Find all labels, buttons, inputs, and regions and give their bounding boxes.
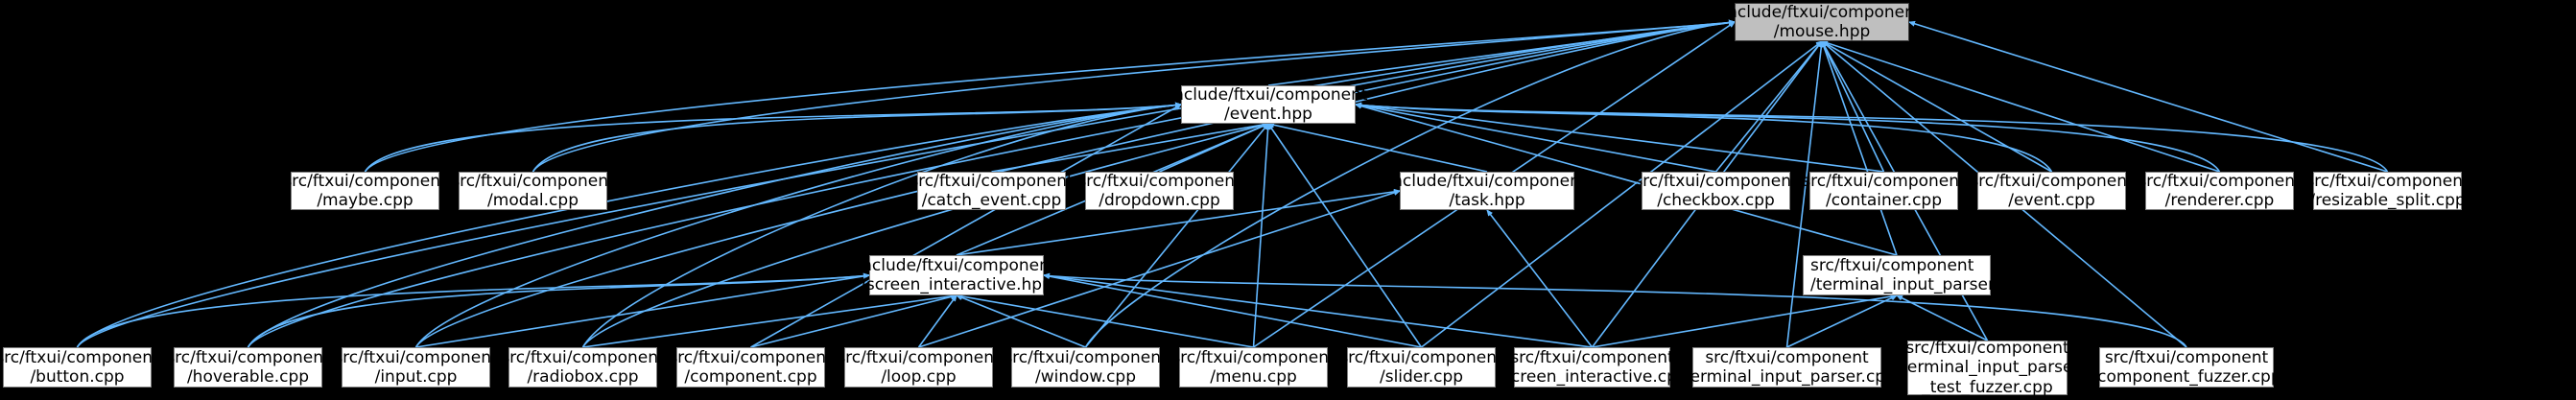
graph-edge-terminal-input-parser-cpp-to-mouse-hpp [1785, 40, 1825, 348]
graph-edge-window-cpp-to-mouse-hpp [1084, 19, 1736, 348]
graph-edge-loop-cpp-to-task-hpp [918, 190, 1401, 348]
graph-edge-terminal-input-parser-test-fuzzer-cpp-to-terminal-input-parser-hpp [1896, 294, 1988, 341]
graph-node-container-cpp[interactable]: src/ftxui/component /container.cpp [1802, 171, 1966, 210]
graph-node-terminal-input-parser-test-fuzzer-cpp[interactable]: src/ftxui/component /terminal_input_pars… [1895, 339, 2080, 397]
graph-edge-screen-interactive-cpp-to-screen-interactive-hpp [1043, 272, 1593, 348]
graph-node-component-fuzzer-cpp[interactable]: src/ftxui/component /component_fuzzer.cp… [2092, 347, 2281, 388]
graph-node-hoverable-cpp[interactable]: src/ftxui/component /hoverable.cpp [166, 347, 330, 388]
graph-node-screen-interactive-cpp[interactable]: src/ftxui/component /screen_interactive.… [1497, 347, 1688, 388]
graph-node-menu-cpp[interactable]: src/ftxui/component /menu.cpp [1171, 347, 1335, 388]
graph-node-event-hpp[interactable]: include/ftxui/component /event.hpp [1169, 84, 1368, 124]
graph-edge-screen-interactive-cpp-to-terminal-input-parser-hpp [1592, 294, 1898, 348]
graph-edge-resizable-split-cpp-to-event-hpp [1355, 102, 2389, 173]
graph-node-mouse-hpp[interactable]: include/ftxui/component /mouse.hpp [1722, 2, 1922, 41]
graph-node-radiobox-cpp[interactable]: src/ftxui/component /radiobox.cpp [501, 347, 665, 388]
graph-node-terminal-input-parser-cpp[interactable]: src/ftxui/component /terminal_input_pars… [1678, 347, 1896, 388]
graph-edge-window-cpp-to-screen-interactive-hpp [956, 294, 1086, 348]
graph-edge-hoverable-cpp-to-event-hpp [247, 102, 1182, 348]
graph-edge-radiobox-cpp-to-event-hpp [581, 102, 1182, 348]
graph-edge-loop-cpp-to-screen-interactive-hpp [917, 294, 957, 348]
graph-node-checkbox-cpp[interactable]: src/ftxui/component /checkbox.cpp [1634, 171, 1798, 210]
graph-node-renderer-cpp[interactable]: src/ftxui/component /renderer.cpp [2138, 171, 2302, 210]
graph-node-maybe-cpp[interactable]: src/ftxui/component /maybe.cpp [283, 171, 447, 210]
graph-edge-renderer-cpp-to-mouse-hpp [1821, 40, 2220, 173]
graph-node-window-cpp[interactable]: src/ftxui/component /window.cpp [1004, 347, 1168, 388]
graph-edge-terminal-input-parser-hpp-to-mouse-hpp [1821, 40, 1898, 256]
graph-node-component-cpp[interactable]: src/ftxui/component /component.cpp [669, 347, 833, 388]
graph-edge-hoverable-cpp-to-mouse-hpp [247, 19, 1736, 348]
graph-node-loop-cpp[interactable]: src/ftxui/component /loop.cpp [837, 347, 1001, 388]
graph-edge-button-cpp-to-screen-interactive-hpp [76, 272, 870, 348]
graph-edge-slider-cpp-to-event-hpp [1267, 123, 1423, 348]
graph-edge-container-cpp-to-event-hpp [1355, 102, 1884, 173]
graph-node-catch-event-cpp[interactable]: src/ftxui/component /catch_event.cpp [910, 171, 1074, 210]
graph-node-slider-cpp[interactable]: src/ftxui/component /slider.cpp [1339, 347, 1503, 388]
graph-node-terminal-input-parser-hpp[interactable]: src/ftxui/component /terminal_input_pars… [1803, 255, 2029, 295]
graph-edge-modal-cpp-to-mouse-hpp [532, 19, 1736, 173]
graph-node-task-hpp[interactable]: include/ftxui/component /task.hpp [1387, 171, 1587, 210]
graph-edge-checkbox-cpp-to-event-hpp [1355, 103, 1716, 173]
graph-edge-screen-interactive-cpp-to-task-hpp [1486, 209, 1594, 348]
graph-edge-maybe-cpp-to-event-hpp [364, 102, 1182, 173]
graph-edge-hoverable-cpp-to-screen-interactive-hpp [247, 272, 870, 348]
graph-edge-terminal-input-parser-hpp-to-event-hpp [1355, 103, 1898, 256]
graph-edge-maybe-cpp-to-mouse-hpp [364, 19, 1736, 173]
graph-edge-slider-cpp-to-screen-interactive-hpp [1043, 273, 1422, 348]
graph-edge-event-cpp-to-mouse-hpp [1821, 40, 2052, 173]
graph-edge-button-cpp-to-mouse-hpp [76, 19, 1736, 348]
graph-edge-component-cpp-to-event-hpp [750, 104, 1182, 348]
graph-edge-component-cpp-to-screen-interactive-hpp [750, 294, 957, 348]
graph-edge-screen-interactive-hpp-to-task-hpp [956, 188, 1401, 256]
graph-edge-checkbox-cpp-to-mouse-hpp [1714, 40, 1823, 173]
graph-edge-modal-cpp-to-event-hpp [532, 102, 1182, 173]
graph-edge-window-cpp-to-event-hpp [1084, 123, 1269, 348]
graph-edge-component-fuzzer-cpp-to-screen-interactive-hpp [1043, 272, 2187, 348]
graph-edge-container-cpp-to-mouse-hpp [1821, 40, 1885, 173]
graph-edge-renderer-cpp-to-event-hpp [1355, 102, 2221, 173]
graph-node-input-cpp[interactable]: src/ftxui/component /input.cpp [334, 347, 498, 388]
graph-edge-resizable-split-cpp-to-mouse-hpp [1908, 20, 2388, 173]
graph-node-modal-cpp[interactable]: src/ftxui/component /modal.cpp [451, 171, 615, 210]
graph-edge-radiobox-cpp-to-screen-interactive-hpp [582, 293, 957, 348]
graph-edge-menu-cpp-to-event-hpp [1252, 123, 1271, 348]
graph-node-resizable-split-cpp[interactable]: src/ftxui/component /resizable_split.cpp [2305, 171, 2470, 210]
graph-node-event-cpp[interactable]: src/ftxui/component /event.cpp [1970, 171, 2134, 210]
graph-edge-task-hpp-to-event-hpp [1267, 122, 1488, 173]
graph-node-dropdown-cpp[interactable]: src/ftxui/component /dropdown.cpp [1077, 171, 1241, 210]
graph-edge-terminal-input-parser-cpp-to-terminal-input-parser-hpp [1786, 294, 1898, 348]
graph-edge-slider-cpp-to-mouse-hpp [1421, 40, 1823, 348]
graph-node-button-cpp[interactable]: src/ftxui/component /button.cpp [0, 347, 159, 388]
graph-edge-radiobox-cpp-to-mouse-hpp [581, 19, 1736, 348]
graph-edge-menu-cpp-to-screen-interactive-hpp [956, 294, 1254, 348]
graph-node-screen-interactive-hpp[interactable]: include/ftxui/component /screen_interact… [857, 255, 1056, 295]
graph-edge-input-cpp-to-mouse-hpp [414, 19, 1736, 348]
